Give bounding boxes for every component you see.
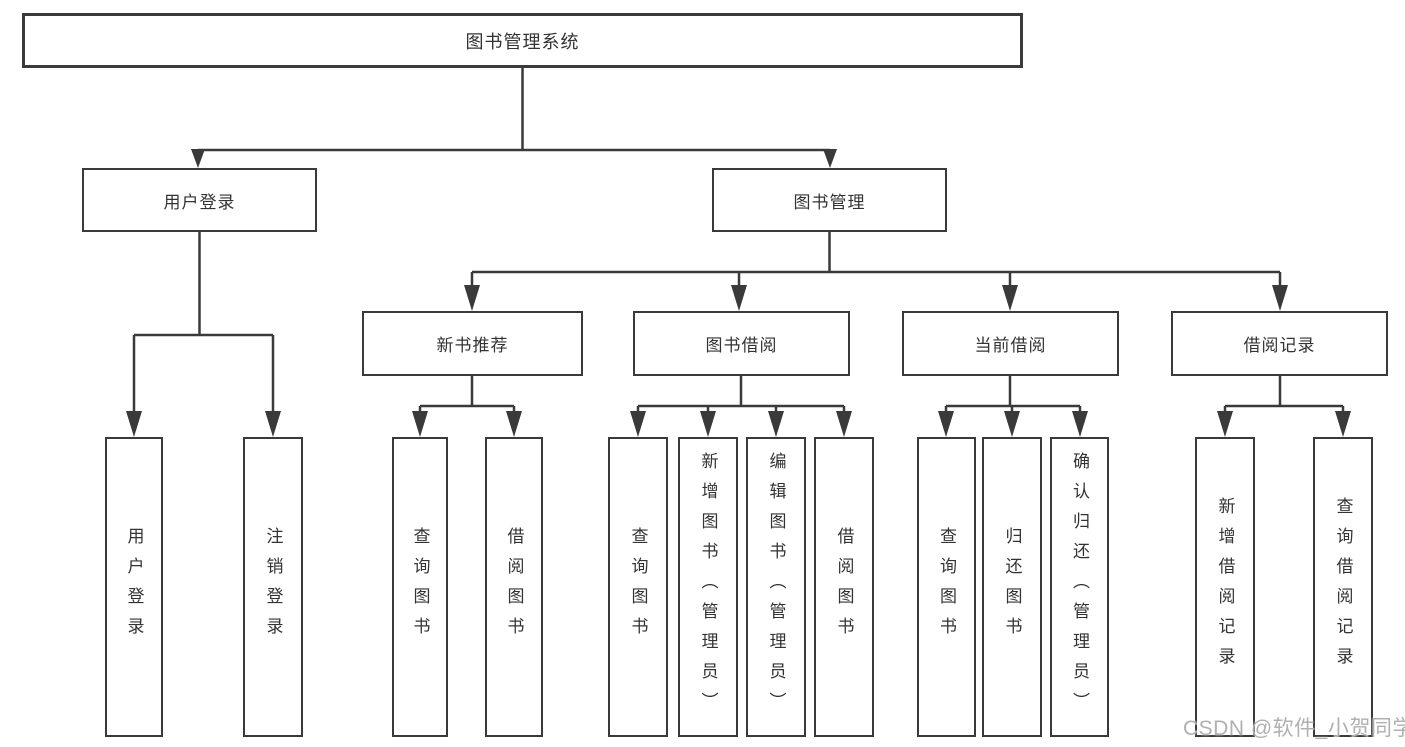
leaf-logout: 注销登录: [243, 437, 303, 737]
arrowhead-icon: [768, 411, 784, 437]
arrowhead-icon: [191, 149, 205, 168]
arrowhead-icon: [1217, 411, 1233, 437]
leaf-edit-book-admin: 编辑图书（管理员）: [746, 437, 806, 737]
leaf-query-books-borrowing-label: 查询图书: [628, 527, 648, 647]
leaf-borrow-books-recommend-label: 借阅图书: [504, 527, 524, 647]
leaf-query-books-recommend-label: 查询图书: [410, 527, 430, 647]
leaf-query-books-recommend: 查询图书: [392, 437, 448, 737]
leaf-borrow-books-borrowing: 借阅图书: [814, 437, 874, 737]
leaf-borrow-books-recommend: 借阅图书: [485, 437, 543, 737]
arrowhead-icon: [265, 411, 281, 437]
arrowhead-icon: [412, 411, 428, 437]
leaf-return-book: 归还图书: [982, 437, 1042, 737]
node-root-label: 图书管理系统: [465, 31, 580, 52]
arrowhead-icon: [1072, 411, 1088, 437]
leaf-edit-book-admin-label: 编辑图书（管理员）: [766, 452, 786, 722]
arrowhead-icon: [464, 285, 480, 311]
node-borrowing-records-label: 借阅记录: [1243, 336, 1316, 355]
arrowhead-icon: [938, 411, 954, 437]
arrowhead-icon: [731, 285, 747, 311]
arrowhead-icon: [126, 411, 142, 437]
node-new-book-recommendation-label: 新书推荐: [436, 336, 509, 355]
leaf-query-books-current: 查询图书: [917, 437, 976, 737]
leaf-return-book-label: 归还图书: [1002, 527, 1022, 647]
leaf-query-borrow-record: 查询借阅记录: [1313, 437, 1373, 737]
arrowhead-icon: [1002, 285, 1018, 311]
leaf-query-borrow-record-label: 查询借阅记录: [1333, 497, 1353, 677]
leaf-add-borrow-record: 新增借阅记录: [1195, 437, 1255, 737]
arrowhead-icon: [630, 411, 646, 437]
arrowhead-icon: [1272, 285, 1288, 311]
node-book-borrowing: 图书借阅: [633, 311, 850, 376]
leaf-add-book-admin-label: 新增图书（管理员）: [698, 452, 718, 722]
node-new-book-recommendation: 新书推荐: [362, 311, 583, 376]
node-current-borrowing-label: 当前借阅: [974, 336, 1047, 355]
leaf-confirm-return-admin: 确认归还（管理员）: [1050, 437, 1109, 737]
leaf-add-borrow-record-label: 新增借阅记录: [1215, 497, 1235, 677]
node-user-login: 用户登录: [82, 168, 317, 232]
node-root-library-management-system: 图书管理系统: [22, 13, 1023, 68]
arrowhead-icon: [700, 411, 716, 437]
node-user-login-label: 用户登录: [163, 192, 236, 212]
leaf-logout-label: 注销登录: [263, 527, 283, 647]
leaf-query-books-borrowing: 查询图书: [608, 437, 668, 737]
arrowhead-icon: [823, 149, 837, 168]
node-borrowing-records: 借阅记录: [1171, 311, 1388, 376]
leaf-add-book-admin: 新增图书（管理员）: [678, 437, 738, 737]
arrowhead-icon: [1004, 411, 1020, 437]
node-book-borrowing-label: 图书借阅: [705, 336, 778, 355]
leaf-user-login-label: 用户登录: [124, 527, 144, 647]
leaf-confirm-return-admin-label: 确认归还（管理员）: [1070, 452, 1089, 722]
csdn-watermark: CSDN @软件_小贺同学: [1183, 717, 1405, 740]
leaf-borrow-books-borrowing-label: 借阅图书: [834, 527, 854, 647]
arrowhead-icon: [506, 411, 522, 437]
leaf-user-login: 用户登录: [105, 437, 163, 737]
node-book-management-label: 图书管理: [793, 192, 866, 212]
arrowhead-icon: [1335, 411, 1351, 437]
leaf-query-books-current-label: 查询图书: [937, 527, 956, 647]
arrowhead-icon: [836, 411, 852, 437]
node-current-borrowing: 当前借阅: [902, 311, 1119, 376]
node-book-management: 图书管理: [712, 168, 947, 232]
